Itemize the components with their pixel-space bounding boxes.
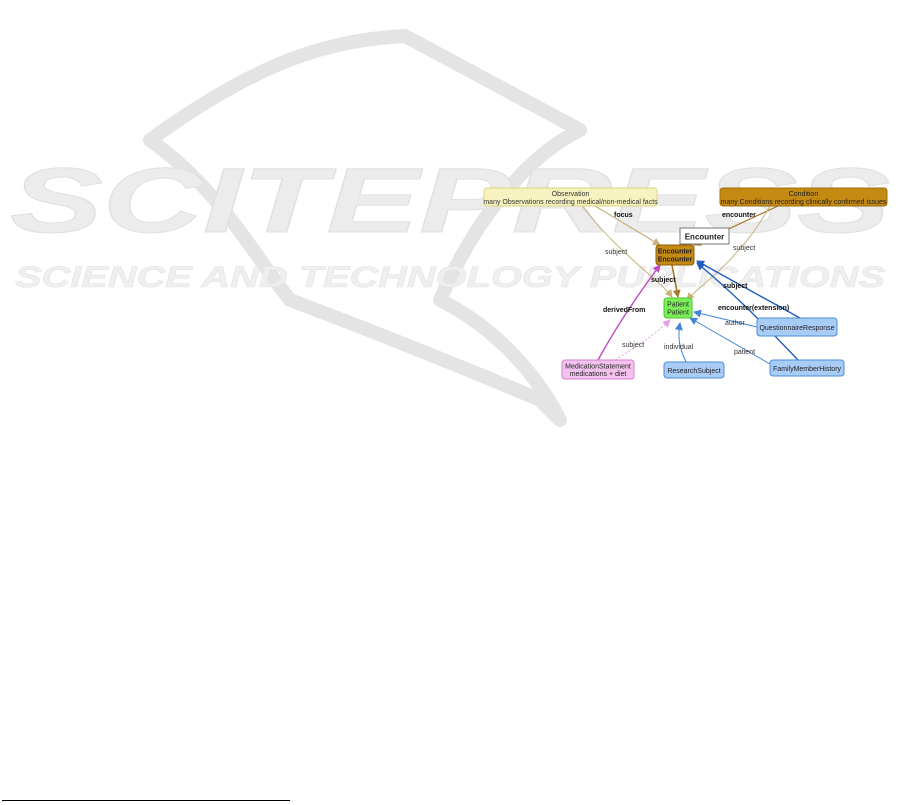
node-observation[interactable]: Observation many Observations recording … bbox=[483, 187, 658, 207]
edge-medication-derivedfrom-encounter bbox=[597, 264, 661, 361]
edge-encounter-subject-patient bbox=[671, 264, 681, 298]
node-family-member-history[interactable]: FamilyMemberHistory bbox=[769, 359, 845, 377]
node-patient[interactable]: Patient Patient bbox=[663, 297, 693, 319]
edge-label-subject-observation: subject bbox=[605, 249, 627, 256]
node-observation-subtitle: many Observations recording medical/non-… bbox=[483, 199, 658, 206]
node-condition[interactable]: Condition many Conditions recording clin… bbox=[719, 187, 888, 207]
node-family-history-label: FamilyMemberHistory bbox=[773, 366, 842, 373]
edge-label-encounter-extension: encounter(extension) bbox=[718, 305, 789, 312]
node-condition-subtitle: many Conditions recording clinically con… bbox=[721, 199, 887, 206]
edge-questionnaire-author-patient bbox=[693, 309, 758, 328]
node-research-subject-label: ResearchSubject bbox=[667, 368, 720, 375]
edge-label-subject-questionnaire: subject bbox=[723, 283, 748, 290]
watermark-tagline: SCIENCE AND TECHNOLOGY PUBLICATIONS bbox=[15, 261, 885, 294]
node-encounter[interactable]: Encounter Encounter bbox=[655, 244, 695, 266]
edge-labels: focus encounter subject subject subject … bbox=[603, 212, 789, 356]
edge-label-individual: individual bbox=[664, 344, 694, 351]
node-research-subject[interactable]: ResearchSubject bbox=[663, 361, 725, 379]
edges bbox=[581, 205, 801, 365]
edge-label-author: author bbox=[725, 320, 746, 327]
edge-observation-subject-patient bbox=[581, 205, 673, 298]
node-medication-statement[interactable]: MedicationStatement medications + diet bbox=[561, 359, 635, 380]
edge-label-focus: focus bbox=[614, 212, 633, 219]
edge-familyhistory-patient-patient bbox=[689, 317, 771, 365]
edge-questionnaire-subject-encounter bbox=[696, 260, 801, 319]
edge-condition-subject-patient bbox=[686, 205, 771, 301]
edge-familyhistory-encounter-extension bbox=[696, 262, 799, 361]
node-encounter-tooltip-text: Encounter bbox=[685, 233, 725, 242]
edge-label-derived-from: derivedFrom bbox=[603, 307, 645, 314]
node-condition-title: Condition bbox=[789, 191, 819, 198]
node-patient-subtitle: Patient bbox=[667, 310, 689, 317]
edge-label-subject-condition: subject bbox=[733, 245, 755, 252]
node-encounter-title: Encounter bbox=[658, 249, 693, 256]
footnote-rule bbox=[2, 800, 290, 801]
edge-researchsubject-individual-patient bbox=[674, 322, 687, 363]
node-encounter-subtitle: Encounter bbox=[658, 257, 693, 264]
edge-label-encounter: encounter bbox=[722, 212, 756, 219]
edge-medication-subject-patient bbox=[614, 319, 671, 361]
node-questionnaire-response[interactable]: QuestionnaireResponse bbox=[756, 317, 838, 337]
edge-label-patient: patient bbox=[734, 349, 755, 356]
node-patient-title: Patient bbox=[667, 302, 689, 309]
watermark-book-shape bbox=[143, 29, 587, 427]
edge-label-subject-encounter: subject bbox=[651, 277, 676, 284]
edge-observation-focus-encounter bbox=[594, 205, 661, 246]
node-medication-title: MedicationStatement bbox=[565, 364, 631, 371]
node-questionnaire-label: QuestionnaireResponse bbox=[759, 325, 834, 332]
node-medication-subtitle: medications + diet bbox=[570, 371, 627, 378]
node-encounter-tooltip: Encounter bbox=[679, 227, 730, 245]
node-observation-title: Observation bbox=[552, 191, 590, 198]
watermark-brand: SCITEPRESS bbox=[10, 150, 890, 252]
edge-label-subject-medication: subject bbox=[622, 342, 644, 349]
